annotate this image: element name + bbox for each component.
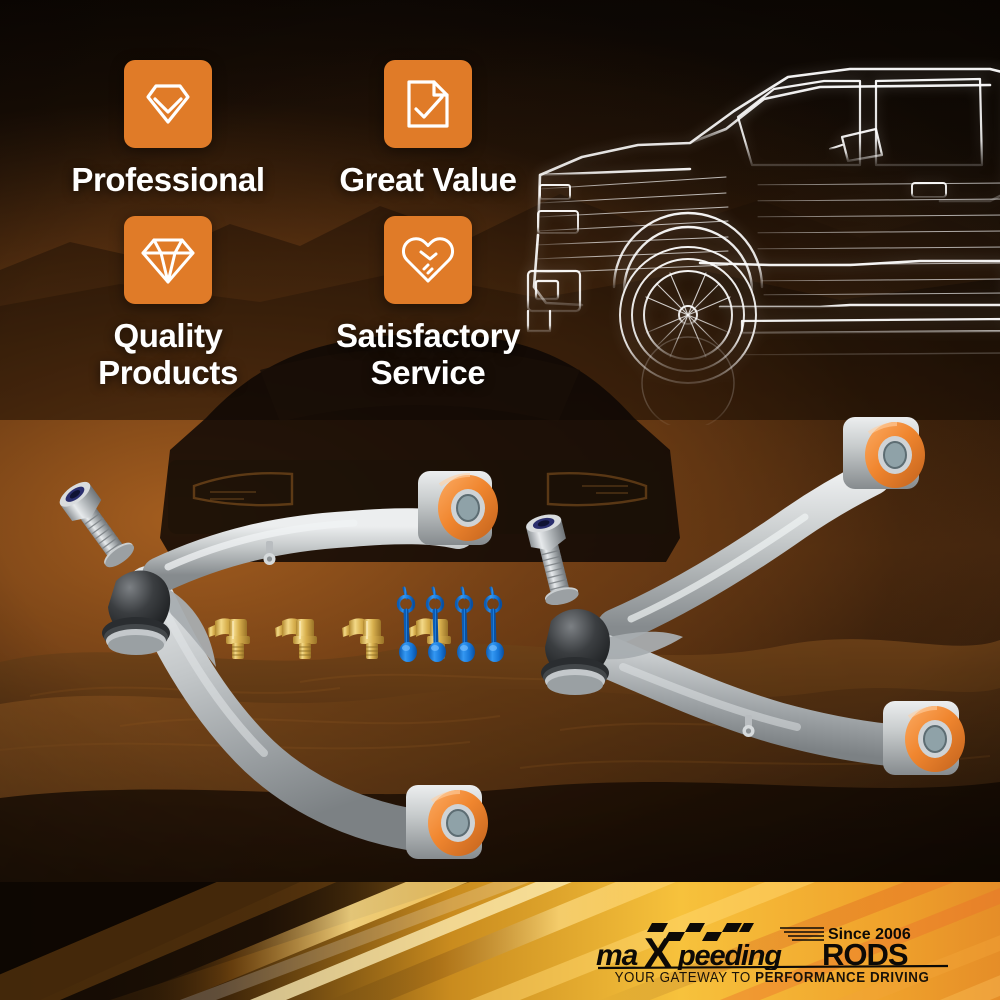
feature-satisfactory-service[interactable]: Satisfactory Service (298, 216, 558, 391)
pickup-truck-wireframe-icon (520, 25, 1000, 425)
feature-row-1: Professional Great Value (38, 60, 558, 198)
brand-text-peeding: peeding (677, 940, 782, 970)
feature-quality-products[interactable]: Quality Products (38, 216, 298, 391)
feature-row-2: Quality Products (38, 198, 558, 391)
heart-handshake-icon (399, 233, 457, 287)
feature-icon-tile (124, 60, 212, 148)
feature-professional[interactable]: Professional (38, 60, 298, 198)
tagline-bold-text: PERFORMANCE DRIVING (755, 970, 930, 986)
feature-great-value[interactable]: Great Value (298, 60, 558, 198)
gem-facets-icon (139, 234, 197, 286)
feature-label: Great Value (339, 161, 517, 198)
brand-wordmark-row: Since 2006 ma X peeding RODS (592, 920, 952, 970)
feature-icon-tile (124, 216, 212, 305)
maxpeedingrods-wordmark: Since 2006 ma X peeding RODS (596, 923, 949, 970)
document-check-icon (402, 76, 454, 132)
feature-label: Professional (71, 161, 265, 198)
banner-speed-streaks (0, 882, 1000, 1000)
feature-label: Quality Products (98, 317, 238, 391)
brand-text-rods: RODS (822, 937, 908, 970)
diamond-outline-icon (140, 76, 196, 132)
feature-icon-tile (384, 60, 472, 148)
feature-grid: Professional Great Value (38, 60, 558, 391)
speed-lines-icon (780, 927, 824, 941)
brand-text-x: X (644, 929, 672, 970)
brand-text-ma: ma (596, 939, 638, 970)
brand-banner: Since 2006 ma X peeding RODS YOUR GATEWA… (0, 882, 1000, 1000)
feature-icon-tile (384, 216, 472, 305)
brand-logo[interactable]: Since 2006 ma X peeding RODS YOUR GATEWA… (592, 920, 952, 986)
feature-label: Satisfactory Service (335, 317, 521, 391)
checkered-flag-icon (647, 923, 754, 941)
brand-tagline: YOUR GATEWAY TO PERFORMANCE DRIVING (606, 970, 937, 986)
tagline-light-text: YOUR GATEWAY TO (614, 970, 756, 986)
since-text: Since 2006 (828, 926, 911, 943)
